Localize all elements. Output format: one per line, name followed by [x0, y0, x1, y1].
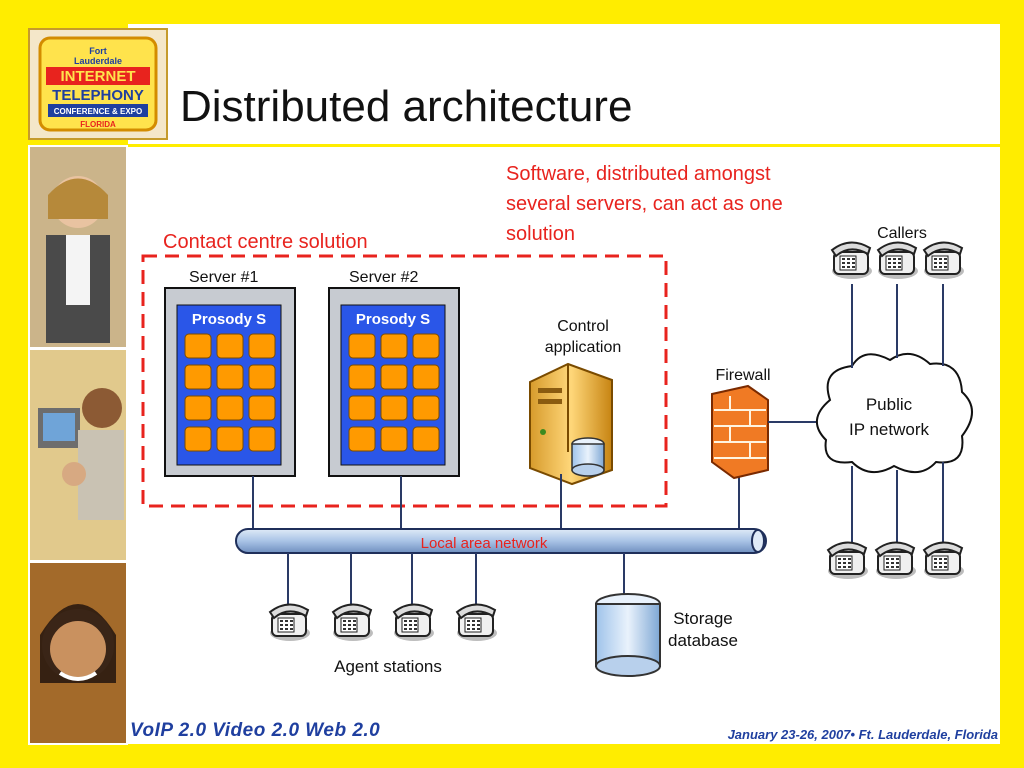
server1-app-label: Prosody S — [192, 311, 266, 328]
agents-label: Agent stations — [334, 657, 442, 676]
annotation-line1: Software, distributed amongst — [506, 163, 771, 185]
control-label-2: application — [545, 339, 622, 356]
group-label: Contact centre solution — [163, 231, 368, 253]
database-icon — [595, 593, 661, 677]
phone-icon — [877, 241, 919, 280]
storage-label-1: Storage — [673, 609, 733, 628]
control-label-1: Control — [557, 318, 609, 335]
logo-line5: CONFERENCE & EXPO — [54, 107, 142, 116]
phone-icon — [456, 603, 498, 642]
phone-icon — [332, 603, 374, 642]
page-title: Distributed architecture — [180, 82, 633, 131]
annotation-line2: several servers, can act as one — [506, 193, 783, 215]
logo-line2: Lauderdale — [74, 56, 122, 66]
network-label-1: Public — [866, 395, 913, 414]
logo-line1: Fort — [89, 46, 107, 56]
server2-app-label: Prosody S — [356, 311, 430, 328]
phone-icon — [831, 241, 873, 280]
phone-icon — [923, 541, 965, 580]
callers-label: Callers — [877, 225, 927, 242]
logo-line3: INTERNET — [61, 68, 136, 85]
phone-icon — [393, 603, 435, 642]
server1-box: Prosody S — [164, 287, 296, 477]
server2-box: Prosody S — [328, 287, 460, 477]
phone-icon — [875, 541, 917, 580]
lan-bus — [235, 528, 767, 554]
phone-icon — [269, 603, 311, 642]
title-bar — [128, 24, 1000, 147]
cloud-icon — [816, 353, 973, 473]
photo-woman-pda — [28, 145, 128, 349]
logo-line4: TELEPHONY — [52, 87, 144, 104]
photo-man-video — [28, 348, 128, 562]
contact-centre-group-box — [141, 254, 668, 508]
photo-woman-headset — [28, 561, 128, 745]
logo-line6: FLORIDA — [80, 120, 116, 129]
database-icon — [571, 437, 605, 477]
annotation-line3: solution — [506, 223, 575, 245]
lan-label: Local area network — [421, 535, 548, 552]
network-label-2: IP network — [849, 420, 930, 439]
phone-icon — [827, 541, 869, 580]
server1-title: Server #1 — [189, 269, 258, 286]
firewall-label: Firewall — [715, 367, 770, 384]
footer-tagline: VoIP 2.0 Video 2.0 Web 2.0 — [130, 720, 381, 741]
storage-label-2: database — [668, 631, 738, 650]
conference-logo: Fort Lauderdale INTERNET TELEPHONY CONFE… — [28, 28, 168, 140]
firewall-icon — [711, 384, 769, 480]
server2-title: Server #2 — [349, 269, 418, 286]
footer-date-location: January 23-26, 2007• Ft. Lauderdale, Flo… — [727, 727, 998, 742]
phone-icon — [923, 241, 965, 280]
